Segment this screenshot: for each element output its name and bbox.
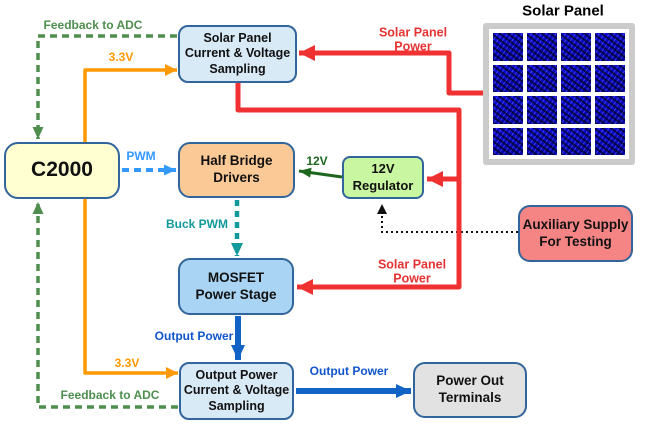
solar-panel-title: Solar Panel xyxy=(522,2,604,20)
block-label: Sampling xyxy=(209,61,266,76)
arrow-feedback-top xyxy=(32,34,177,139)
block-label: Power Stage xyxy=(195,286,277,302)
block-label: MOSFET xyxy=(207,269,265,285)
solar-cell xyxy=(561,96,591,124)
solar-cell xyxy=(595,96,625,124)
arrow-12v xyxy=(298,167,343,179)
block-label: Output Power xyxy=(195,367,278,382)
label-buck-pwm: Buck PWM xyxy=(165,217,229,232)
block-solar-sampling: Solar Panel Current & Voltage Sampling xyxy=(178,25,297,83)
solar-cell xyxy=(527,33,557,61)
label-12v: 12V xyxy=(306,154,328,169)
label-33v-bottom: 3.3V xyxy=(114,356,140,371)
block-output-sampling: Output Power Current & Voltage Sampling xyxy=(179,362,294,420)
solar-cell xyxy=(527,127,557,155)
block-auxiliary-supply: Auxiliary Supply For Testing xyxy=(518,205,633,262)
arrow-solar-power-to-mosfet xyxy=(235,83,462,295)
label-feedback-to-adc-top: Feedback to ADC xyxy=(43,18,143,33)
block-label: Power Out xyxy=(436,373,504,389)
solar-cell xyxy=(595,33,625,61)
block-label: Current & Voltage xyxy=(184,46,291,61)
block-label: Solar Panel xyxy=(203,30,272,45)
solar-cell xyxy=(595,127,625,155)
label-pwm: PWM xyxy=(126,149,156,164)
solar-cell xyxy=(493,33,523,61)
solar-cell xyxy=(527,96,557,124)
arrow-33v-top xyxy=(83,64,177,142)
solar-cell xyxy=(561,64,591,92)
block-12v-regulator: 12V Regulator xyxy=(342,156,424,199)
block-label: Regulator xyxy=(352,177,414,193)
block-label: 12V xyxy=(371,161,395,177)
solar-cells xyxy=(489,29,629,159)
solar-cell xyxy=(561,33,591,61)
solar-cell xyxy=(527,64,557,92)
block-mosfet-power-stage: MOSFET Power Stage xyxy=(178,258,294,315)
block-label: Terminals xyxy=(438,390,502,405)
arrow-solar-power-to-sampling xyxy=(299,45,483,96)
label-solar-panel-power-bottom: Solar Panel Power xyxy=(377,257,447,286)
solar-cell xyxy=(493,96,523,124)
block-label: For Testing xyxy=(539,233,612,249)
arrow-33v-bottom xyxy=(83,199,178,379)
label-feedback-to-adc-bottom: Feedback to ADC xyxy=(60,388,160,403)
solar-cell xyxy=(493,64,523,92)
block-label: C2000 xyxy=(31,158,93,182)
block-label: Sampling xyxy=(208,398,265,413)
arrow-feedback-bottom xyxy=(32,202,178,409)
label-33v-top: 3.3V xyxy=(108,50,134,65)
arrow-aux-to-regulator xyxy=(377,204,518,233)
block-power-out-terminals: Power Out Terminals xyxy=(413,362,527,418)
label-output-power-vertical: Output Power xyxy=(154,329,234,344)
block-label: Current & Voltage xyxy=(183,383,290,398)
block-label: Drivers xyxy=(213,170,260,185)
block-label: Auxiliary Supply xyxy=(522,216,629,232)
solar-panel-image xyxy=(483,23,635,165)
block-half-bridge-drivers: Half Bridge Drivers xyxy=(178,142,295,198)
solar-cell xyxy=(595,64,625,92)
solar-cell xyxy=(561,127,591,155)
solar-cell xyxy=(493,127,523,155)
label-output-power-horizontal: Output Power xyxy=(309,364,389,379)
block-c2000: C2000 xyxy=(4,142,120,199)
label-solar-panel-power-top: Solar Panel Power xyxy=(378,25,448,54)
block-label: Half Bridge xyxy=(200,153,273,169)
